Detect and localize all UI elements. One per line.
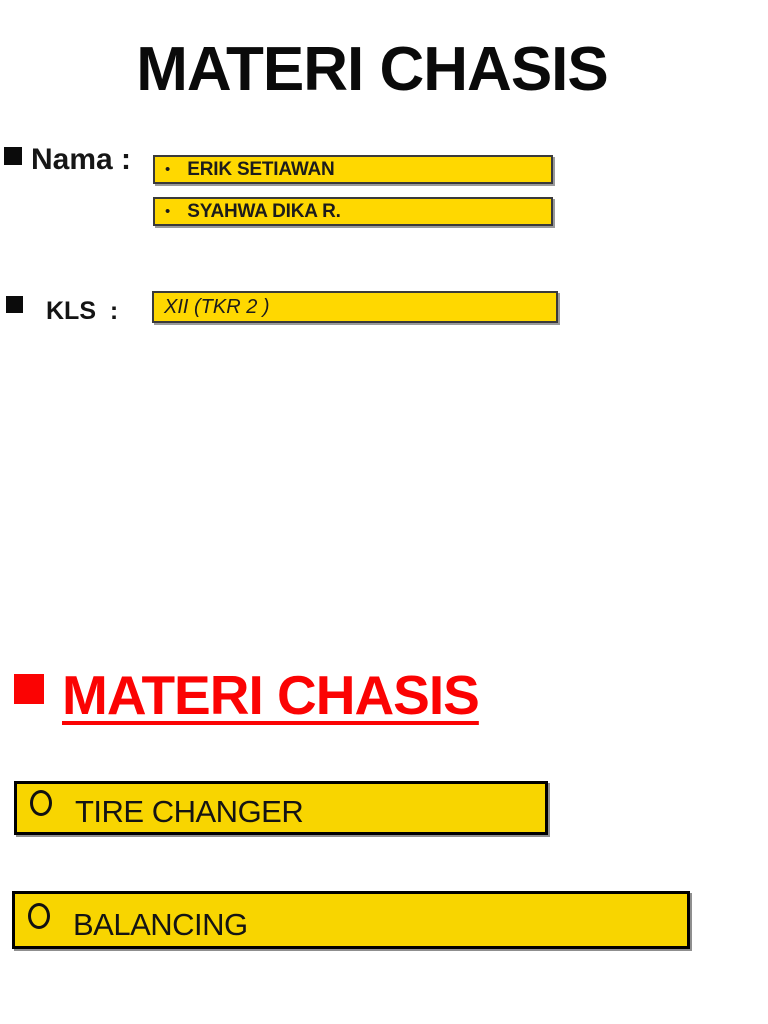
square-bullet-icon [4,147,22,165]
name-entry-box: • SYAHWA DIKA R. [153,197,553,226]
kls-label: KLS : [46,297,119,325]
topic-box-tire-changer: TIRE CHANGER [14,781,548,835]
topic-text: TIRE CHANGER [75,794,304,829]
nama-label: Nama : [31,143,132,176]
kls-value-box: XII (TKR 2 ) [152,291,558,323]
slide-title: MATERI CHASIS [136,35,609,104]
topic-text: BALANCING [73,907,248,942]
circle-bullet-icon [28,903,50,929]
kls-value-text: XII (TKR 2 ) [164,296,270,318]
topic-box-balancing: BALANCING [12,891,690,949]
dot-bullet-icon: • [165,203,171,220]
dot-bullet-icon: • [165,161,171,178]
name-entry-text: SYAHWA DIKA R. [187,200,341,222]
section-heading: MATERI CHASIS [62,664,480,726]
name-entry-box: • ERIK SETIAWAN [153,155,553,184]
red-square-bullet-icon [14,674,44,704]
name-entry-text: ERIK SETIAWAN [187,158,335,180]
circle-bullet-icon [30,790,52,816]
square-bullet-icon [6,296,23,313]
